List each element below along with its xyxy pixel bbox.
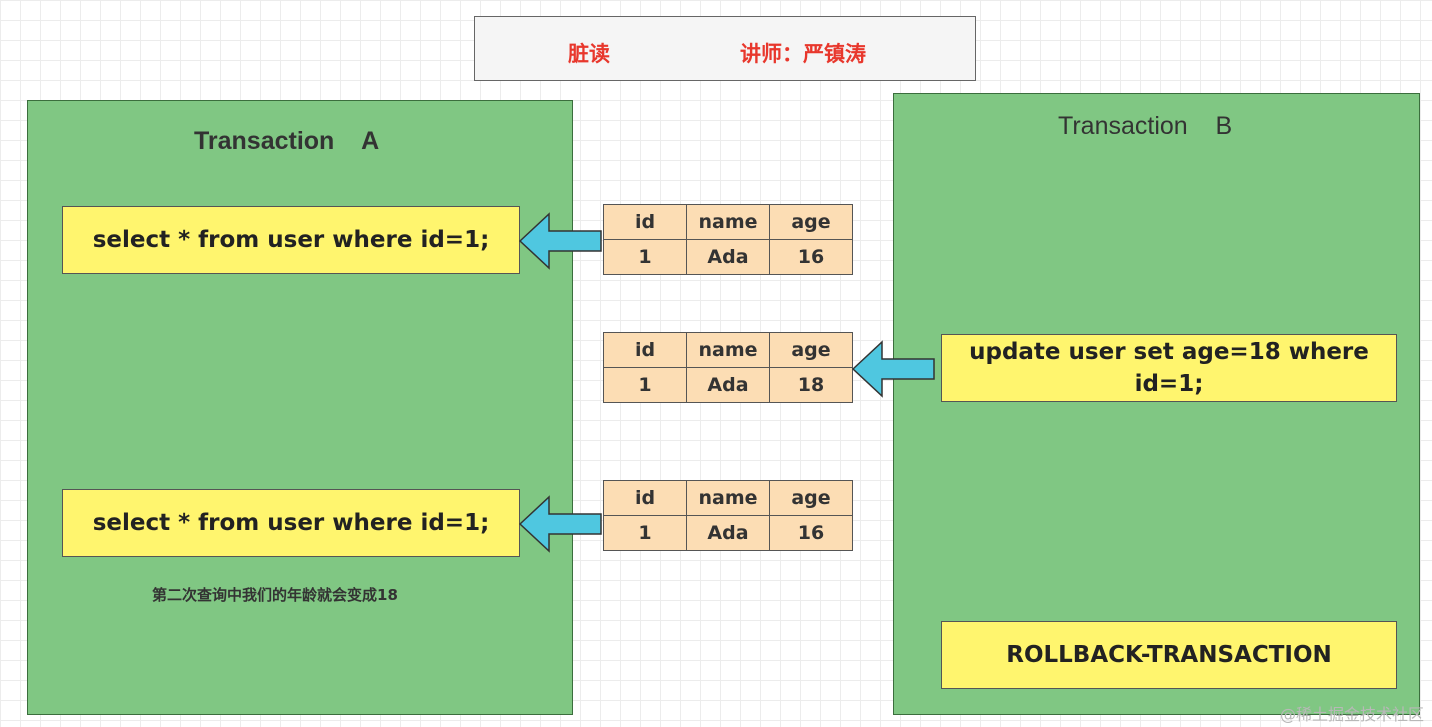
transaction-a-title: Transaction A — [194, 127, 380, 155]
arrow-left-icon — [518, 212, 602, 270]
table-cell: 1 — [603, 367, 687, 403]
table-cell: Ada — [686, 515, 770, 551]
table-header-cell: name — [686, 480, 770, 516]
table-header-cell: name — [686, 332, 770, 368]
table-header-row: id name age — [603, 480, 853, 516]
table-header-cell: id — [603, 332, 687, 368]
table-header-cell: id — [603, 480, 687, 516]
watermark: @稀土掘金技术社区 — [1279, 705, 1424, 724]
query-text-2: select * from user where id=1; — [92, 510, 490, 536]
table-cell: 1 — [603, 239, 687, 275]
table-header-cell: name — [686, 204, 770, 240]
table-row: 1 Ada 16 — [603, 515, 853, 551]
table-row: 1 Ada 18 — [603, 367, 853, 403]
arrow-left-icon — [518, 495, 602, 553]
transaction-b-title: Transaction B — [1058, 112, 1233, 140]
table-cell: Ada — [686, 367, 770, 403]
data-table-1: id name age 1 Ada 16 — [603, 204, 853, 275]
rollback-text: ROLLBACK-TRANSACTION — [1006, 642, 1332, 668]
header-topic: 脏读 — [568, 42, 610, 66]
update-text-line1: update user set age=18 where — [969, 339, 1369, 365]
table-header-row: id name age — [603, 332, 853, 368]
table-header-cell: age — [769, 480, 853, 516]
table-cell: 18 — [769, 367, 853, 403]
data-table-2: id name age 1 Ada 18 — [603, 332, 853, 403]
update-box: update user set age=18 where id=1; — [941, 334, 1397, 402]
query-box-1: select * from user where id=1; — [62, 206, 520, 274]
table-row: 1 Ada 16 — [603, 239, 853, 275]
header-lecturer: 讲师：严镇涛 — [740, 42, 866, 66]
table-header-row: id name age — [603, 204, 853, 240]
table-cell: 1 — [603, 515, 687, 551]
transaction-a-panel — [27, 100, 573, 715]
transaction-b-panel — [893, 93, 1420, 715]
table-header-cell: id — [603, 204, 687, 240]
table-cell: 16 — [769, 239, 853, 275]
data-table-3: id name age 1 Ada 16 — [603, 480, 853, 551]
update-text-line2: id=1; — [1134, 371, 1204, 397]
arrow-left-icon — [851, 340, 935, 398]
note-text: 第二次查询中我们的年龄就会变成18 — [152, 586, 398, 604]
table-cell: 16 — [769, 515, 853, 551]
query-text-1: select * from user where id=1; — [92, 227, 490, 253]
table-header-cell: age — [769, 204, 853, 240]
table-cell: Ada — [686, 239, 770, 275]
rollback-box: ROLLBACK-TRANSACTION — [941, 621, 1397, 689]
table-header-cell: age — [769, 332, 853, 368]
query-box-2: select * from user where id=1; — [62, 489, 520, 557]
header-box — [474, 16, 976, 81]
